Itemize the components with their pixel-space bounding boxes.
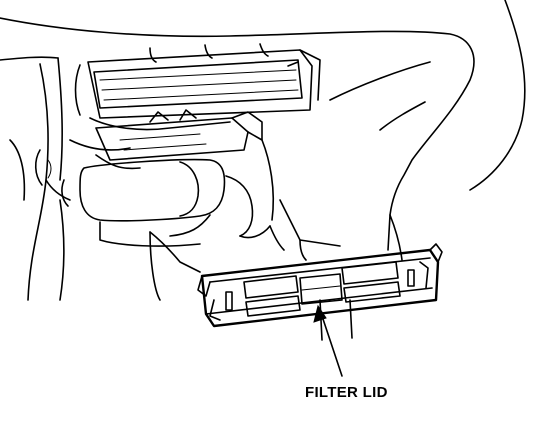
bracket-assembly	[69, 109, 263, 170]
left-dash-structure	[9, 57, 71, 301]
callout-arrow	[313, 304, 343, 377]
filter-cavity	[149, 199, 403, 341]
dashboard-housing	[0, 0, 526, 251]
filter-lid-label: FILTER LID	[305, 384, 388, 401]
intake-frame	[74, 43, 321, 119]
blower-housing	[61, 139, 275, 247]
filter-lid	[197, 243, 443, 328]
